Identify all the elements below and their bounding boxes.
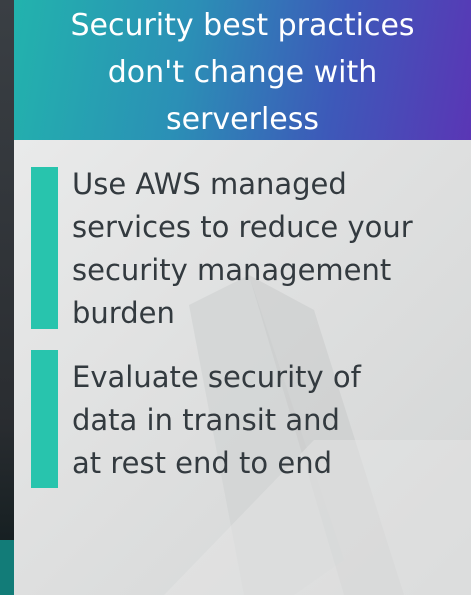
bullet-line: Use AWS managed [72, 167, 347, 201]
bullet-marker-bar [31, 350, 58, 488]
content-panel: Use AWS managed services to reduce your … [14, 140, 471, 595]
slide-title-line: don't change with [107, 55, 378, 90]
bullet-line: burden [72, 296, 175, 330]
background-arrow-shape [164, 275, 471, 595]
bullet-item: Use AWS managed services to reduce your … [72, 163, 413, 335]
bullet-line: services to reduce your [72, 210, 413, 244]
left-edge-strip [0, 0, 14, 595]
title-banner [14, 0, 471, 140]
bullet-line: at rest end to end [72, 446, 332, 480]
bullet-line: data in transit and [72, 403, 340, 437]
bullet-line: security management [72, 253, 392, 287]
slide-title-line: Security best practices [70, 8, 415, 43]
slide-title: Security best practices don't change wit… [14, 2, 471, 143]
bullet-marker-bar [31, 167, 58, 329]
left-edge-accent [0, 540, 14, 595]
slide-title-line: serverless [165, 102, 320, 137]
bullet-item: Evaluate security of data in transit and… [72, 356, 361, 485]
bullet-line: Evaluate security of [72, 360, 361, 394]
